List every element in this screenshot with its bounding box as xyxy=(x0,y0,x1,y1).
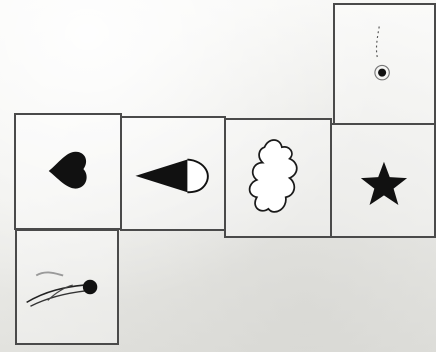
cell-star xyxy=(330,123,436,238)
dot-in-circle-with-dashed-trail-icon xyxy=(335,5,434,123)
ice-cream-cone-pointing-left-icon xyxy=(122,118,224,229)
cell-cone xyxy=(120,116,226,231)
heart-pointing-left-icon xyxy=(16,115,120,228)
cell-comet xyxy=(15,229,119,345)
cloud-outline-icon xyxy=(226,120,330,236)
comet-with-trailing-lines-icon xyxy=(17,231,117,343)
cell-cloud xyxy=(224,118,332,238)
cell-heart xyxy=(14,113,122,230)
cell-dot-circle xyxy=(333,3,436,125)
solid-star-icon xyxy=(332,125,434,236)
